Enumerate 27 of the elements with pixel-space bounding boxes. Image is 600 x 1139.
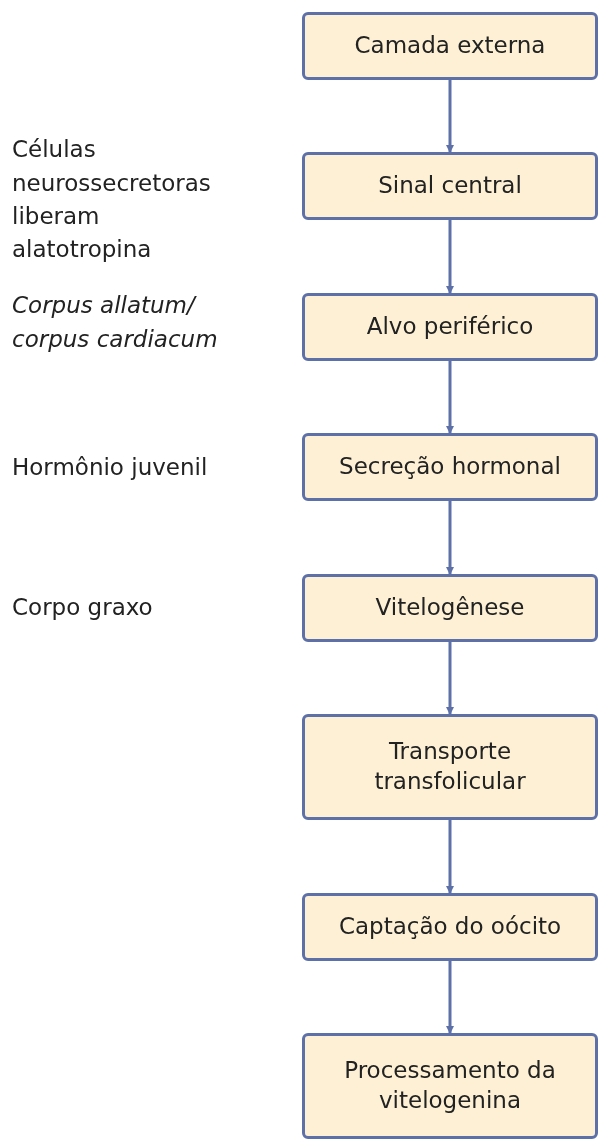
arrow [446,361,454,434]
arrow [446,501,454,575]
arrow [446,642,454,715]
arrow [446,80,454,153]
process-box [302,293,598,361]
box-label: Vitelogênese [375,593,525,623]
side-note: Células neurossecretoras liberam alatotropina [12,135,212,265]
process-box [302,574,598,642]
box-label: Sinal central [378,171,522,201]
side-note: Hormônio juvenil [12,452,208,482]
box-label: Processamento da vitelogenina [343,1056,557,1115]
side-note: Corpus allatum/ corpus cardiacum [12,291,219,354]
arrow [446,220,454,294]
side-note: Corpo graxo [12,592,153,622]
process-box [302,12,598,80]
box-label: Alvo periférico [366,312,534,342]
box-label: Captação do oócito [338,912,562,942]
box-label: Camada externa [354,31,546,61]
box-label: Secreção hormonal [339,452,561,482]
box-label: Transporte transfolicular [373,737,527,796]
process-box [302,714,598,820]
arrow [446,961,454,1034]
process-box [302,433,598,501]
process-box [302,1033,598,1139]
process-box [302,893,598,961]
arrow [446,820,454,894]
process-box [302,152,598,220]
